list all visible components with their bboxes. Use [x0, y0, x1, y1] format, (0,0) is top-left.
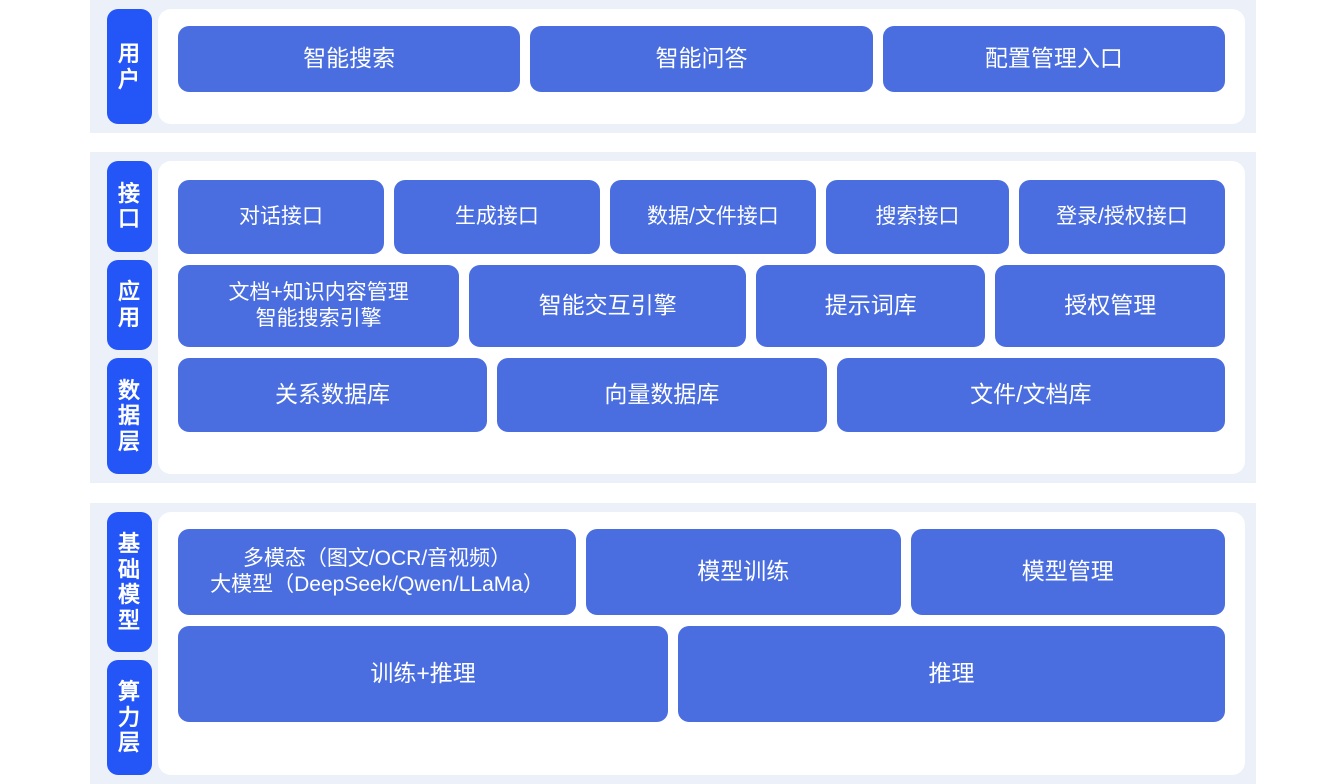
card-platform: 对话接口 生成接口 数据/文件接口 搜索接口 登录/授权接口 文档+知识内容管理… — [158, 161, 1245, 474]
row-user-entries: 智能搜索 智能问答 配置管理入口 — [178, 26, 1225, 92]
box-search-api[interactable]: 搜索接口 — [825, 180, 1010, 254]
rail-tab-foundation-model[interactable]: 基础模型 — [107, 512, 152, 653]
box-generation-api[interactable]: 生成接口 — [393, 180, 600, 254]
box-model-training[interactable]: 模型训练 — [586, 529, 901, 615]
row-foundation-models: 多模态（图文/OCR/音视频） 大模型（DeepSeek/Qwen/LLaMa）… — [178, 529, 1225, 615]
box-smart-qa[interactable]: 智能问答 — [530, 26, 873, 92]
box-file-document-store[interactable]: 文件/文档库 — [836, 358, 1225, 432]
card-user: 智能搜索 智能问答 配置管理入口 — [158, 9, 1245, 124]
box-config-management-entry[interactable]: 配置管理入口 — [882, 26, 1225, 92]
rail-platform: 接口 应用 数据层 — [90, 152, 152, 483]
box-inference[interactable]: 推理 — [678, 626, 1225, 722]
box-smart-search[interactable]: 智能搜索 — [178, 26, 521, 92]
rail-infrastructure: 基础模型 算力层 — [90, 503, 152, 784]
rail-tab-user[interactable]: 用户 — [107, 9, 152, 124]
rail-tab-user-label: 用户 — [117, 40, 141, 92]
row-data-stores: 关系数据库 向量数据库 文件/文档库 — [178, 358, 1225, 432]
section-user: 用户 智能搜索 智能问答 配置管理入口 — [90, 0, 1256, 133]
box-relational-database[interactable]: 关系数据库 — [178, 358, 488, 432]
rail-tab-application-label: 应用 — [117, 279, 141, 330]
rail-tab-foundation-model-label: 基础模型 — [117, 531, 141, 633]
box-model-management[interactable]: 模型管理 — [910, 529, 1225, 615]
row-interface-apis: 对话接口 生成接口 数据/文件接口 搜索接口 登录/授权接口 — [178, 180, 1225, 254]
box-login-auth-api[interactable]: 登录/授权接口 — [1019, 180, 1225, 254]
rail-tab-data-layer-label: 数据层 — [117, 377, 141, 454]
box-authorization-management[interactable]: 授权管理 — [995, 265, 1225, 347]
section-platform: 接口 应用 数据层 对话接口 生成接口 数据/文件接口 搜索接口 登录/授权接口… — [90, 152, 1256, 483]
box-interaction-engine[interactable]: 智能交互引擎 — [469, 265, 746, 347]
rail-tab-data-layer[interactable]: 数据层 — [107, 358, 152, 475]
row-application-modules: 文档+知识内容管理 智能搜索引擎 智能交互引擎 提示词库 授权管理 — [178, 265, 1225, 347]
box-document-knowledge-management[interactable]: 文档+知识内容管理 智能搜索引擎 — [178, 265, 460, 347]
box-training-and-inference[interactable]: 训练+推理 — [178, 626, 669, 722]
card-infrastructure: 多模态（图文/OCR/音视频） 大模型（DeepSeek/Qwen/LLaMa）… — [158, 512, 1245, 775]
box-multimodal-large-model[interactable]: 多模态（图文/OCR/音视频） 大模型（DeepSeek/Qwen/LLaMa） — [178, 529, 577, 615]
rail-tab-compute-layer-label: 算力层 — [117, 679, 141, 756]
rail-user: 用户 — [90, 0, 152, 133]
box-prompt-library[interactable]: 提示词库 — [755, 265, 986, 347]
box-data-file-api[interactable]: 数据/文件接口 — [609, 180, 816, 254]
rail-tab-application[interactable]: 应用 — [107, 259, 152, 350]
rail-tab-interface-label: 接口 — [117, 180, 141, 232]
row-compute-resources: 训练+推理 推理 — [178, 626, 1225, 722]
box-dialog-api[interactable]: 对话接口 — [178, 180, 384, 254]
box-vector-database[interactable]: 向量数据库 — [497, 358, 827, 432]
rail-tab-compute-layer[interactable]: 算力层 — [107, 660, 152, 776]
rail-tab-interface[interactable]: 接口 — [107, 161, 152, 252]
section-infrastructure: 基础模型 算力层 多模态（图文/OCR/音视频） 大模型（DeepSeek/Qw… — [90, 503, 1256, 784]
